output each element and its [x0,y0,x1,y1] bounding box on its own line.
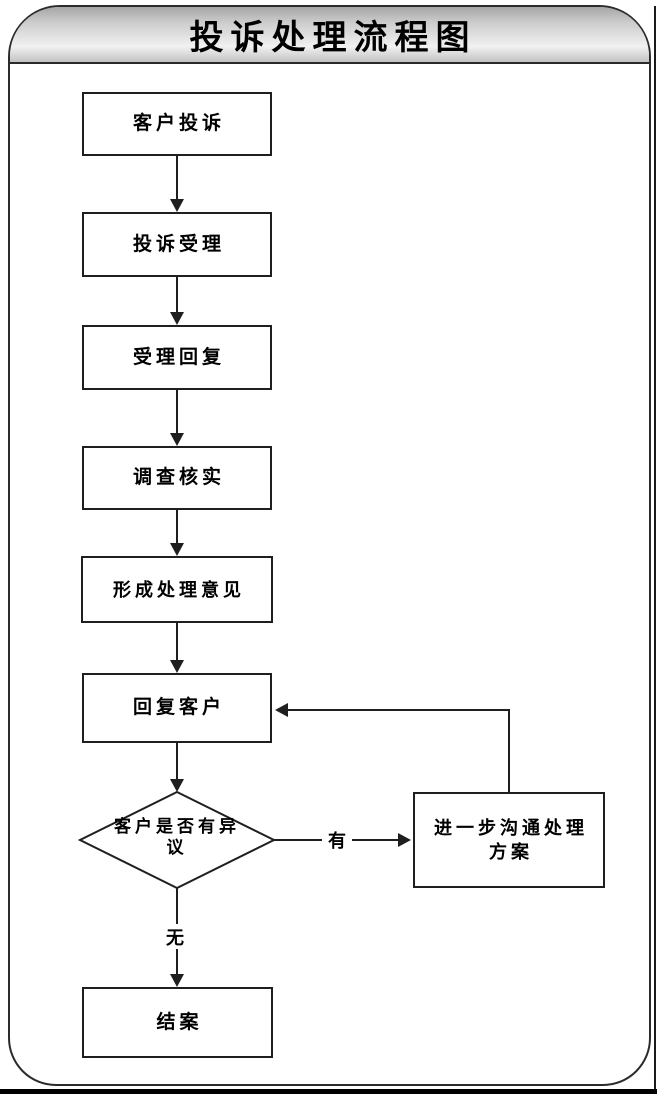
arrowhead-down-1 [170,199,184,212]
node-label: 进一步沟通处理方案 [434,818,588,862]
node-label: 形成处理意见 [113,579,245,600]
connector-feedback [286,709,510,792]
node-reply-customer: 回复客户 [82,673,272,743]
node-customer-complaint: 客户投诉 [82,92,272,156]
arrowhead-down-5 [170,660,184,673]
arrowhead-down-3 [170,433,184,446]
edge-label-yes: 有 [322,827,352,852]
page-title: 投诉处理流程图 [189,19,477,57]
node-further-communication: 进一步沟通处理方案 [413,792,605,888]
flowchart-frame: 投诉处理流程图 [8,5,651,1086]
arrowhead-down-6 [170,779,184,792]
screenshot-bottom-edge [0,1089,657,1094]
arrowhead-right-yes [398,833,411,847]
node-label: 回复客户 [132,697,225,718]
screenshot-right-edge [654,6,656,1091]
node-label: 受理回复 [132,346,225,368]
node-label: 调查核实 [132,467,225,488]
node-complaint-acceptance: 投诉受理 [82,212,272,277]
node-label: 客户投诉 [132,113,225,134]
arrowhead-down-no [170,974,184,987]
edge-label-no: 无 [160,924,190,949]
arrowhead-left-feedback [275,703,288,717]
node-close-case: 结案 [82,987,273,1058]
node-label: 结案 [156,1011,203,1033]
node-acceptance-reply: 受理回复 [82,325,272,390]
decision-has-objection-label: 客户是否有异议 [114,817,240,857]
arrowhead-down-4 [170,543,184,556]
node-label: 投诉受理 [132,233,225,255]
decision-diamond-shape [77,790,277,890]
node-form-handling-opinion: 形成处理意见 [81,556,273,623]
arrowhead-down-2 [170,312,184,325]
title-band: 投诉处理流程图 [10,7,649,64]
node-investigation-verification: 调查核实 [82,446,272,510]
